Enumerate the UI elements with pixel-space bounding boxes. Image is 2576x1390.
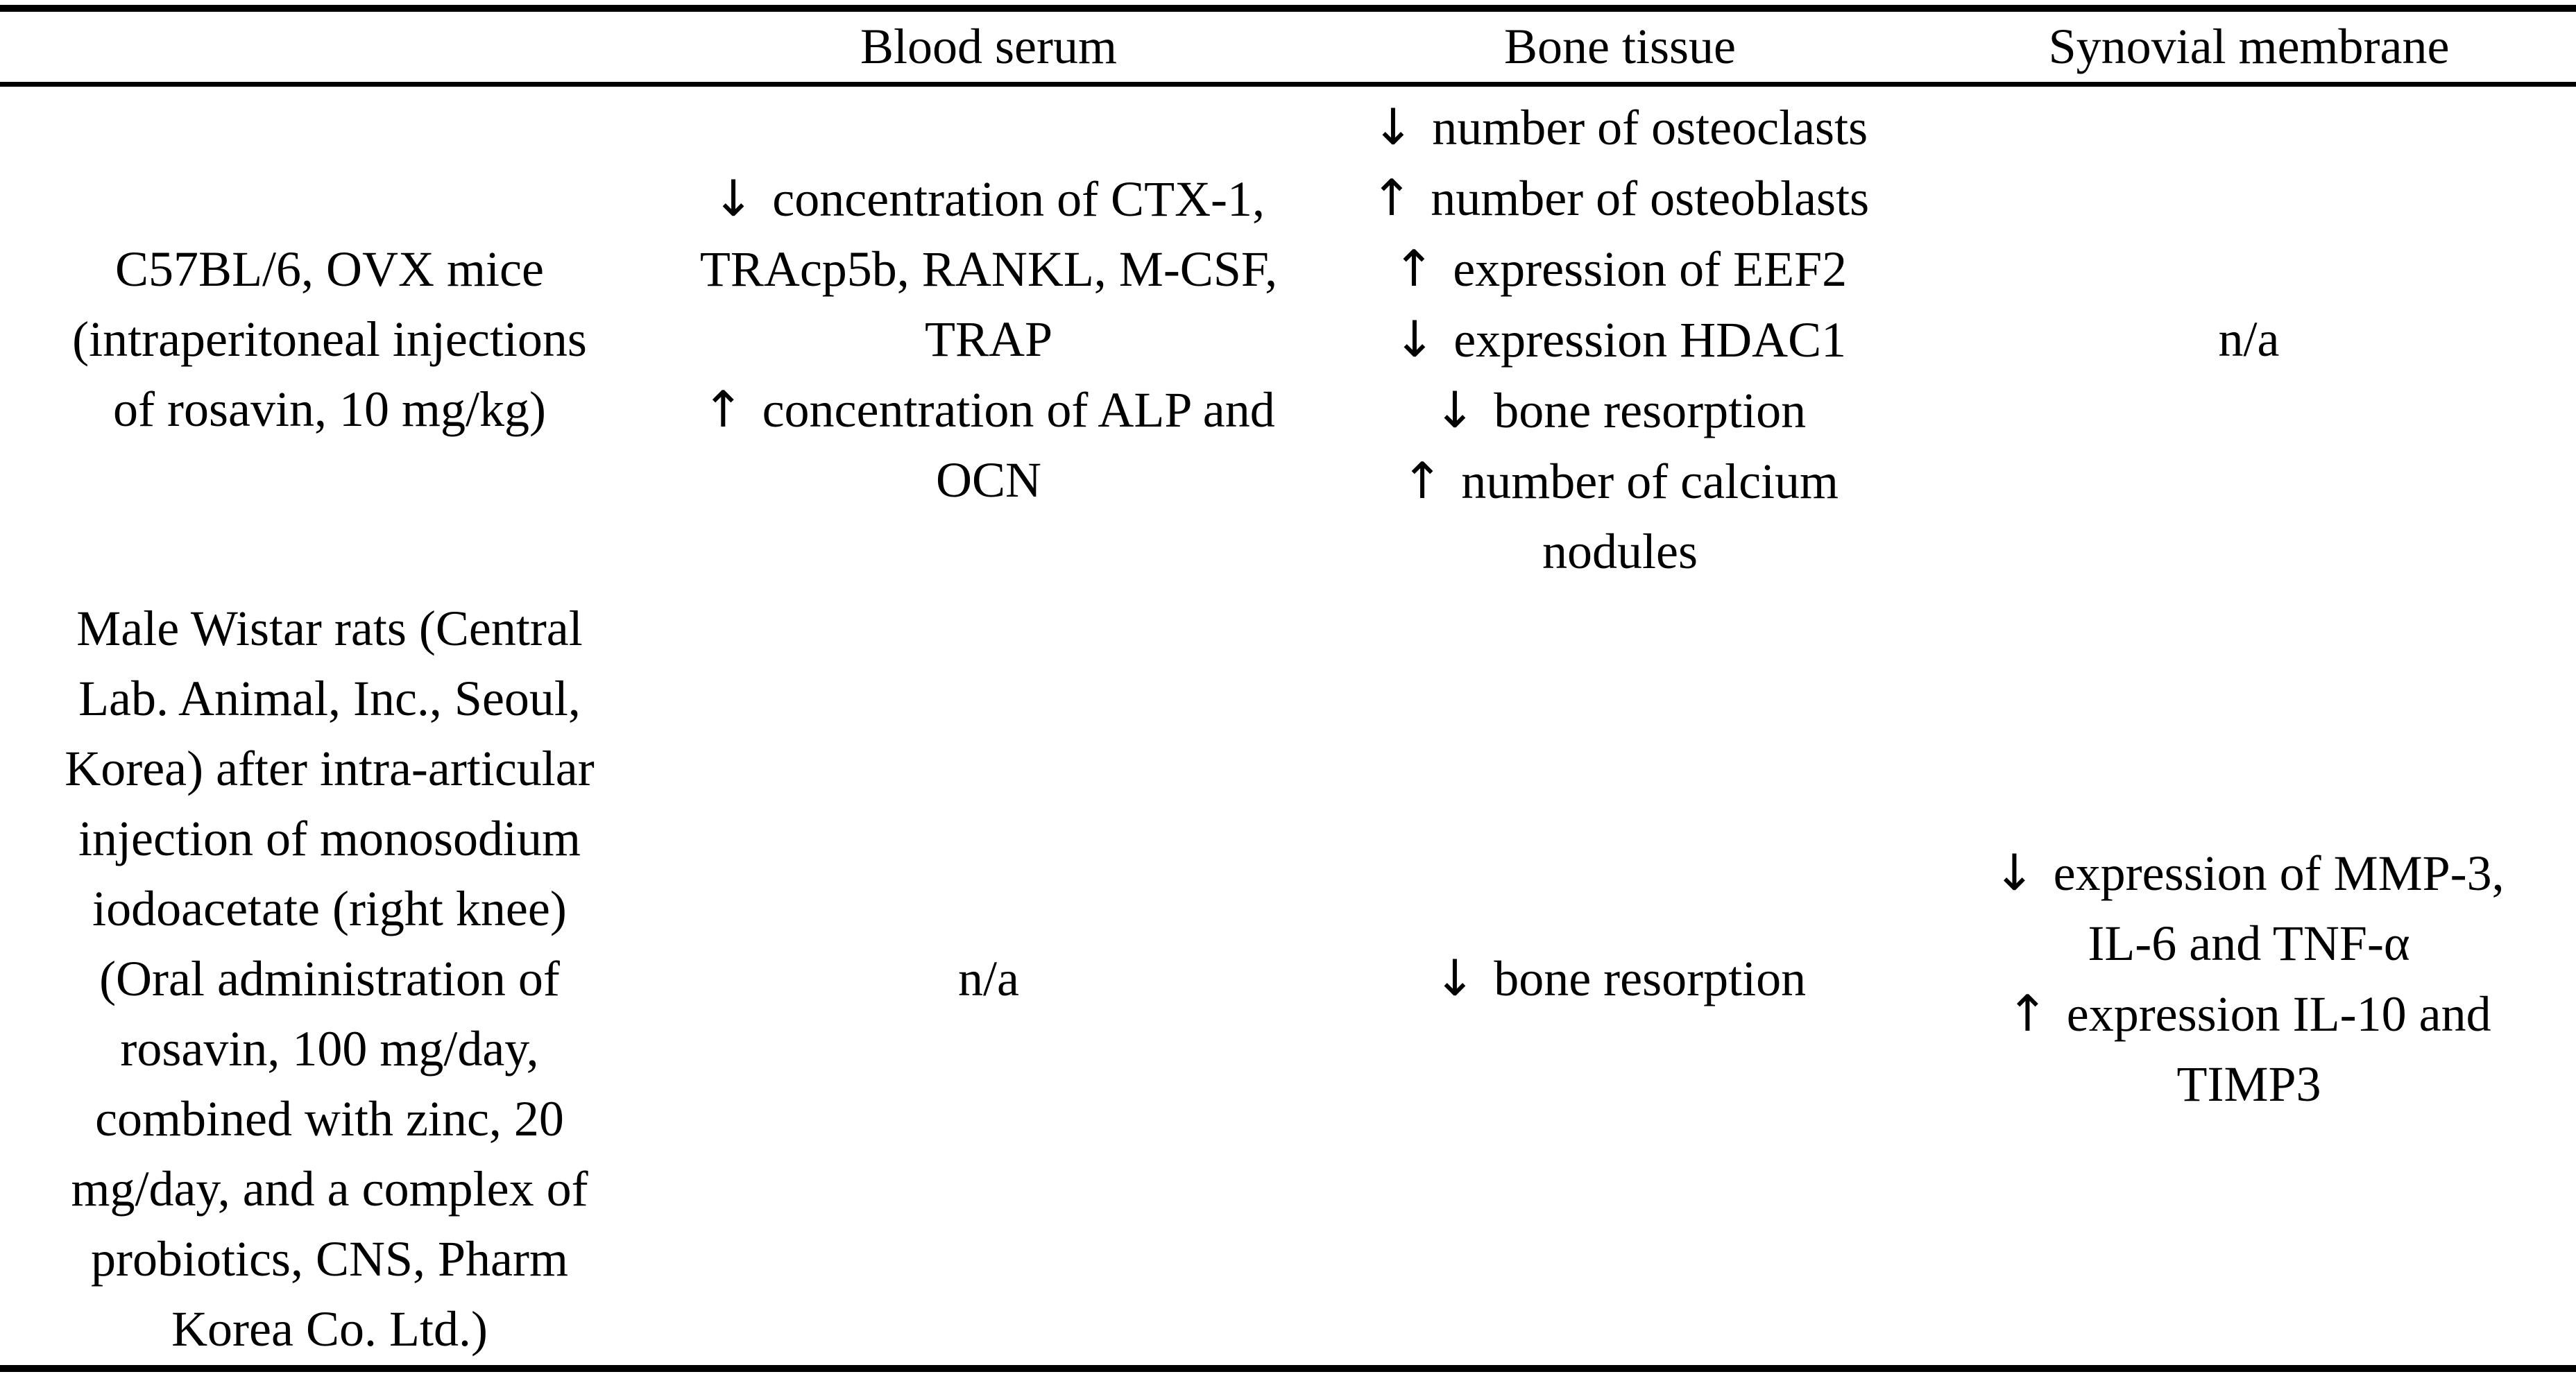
cell-bone-tissue-row1: ↓ number of osteoclasts ↑ number of osteobl… (1318, 85, 1922, 593)
cell-model-row2: Male Wistar rats (Central Lab. Animal, I… (65, 600, 595, 1357)
down-arrow-icon: ↓ (712, 169, 755, 228)
finding-text: number of osteoclasts (1432, 100, 1868, 156)
finding-item: n/a (1957, 304, 2541, 375)
finding-text: expression IL-10 and TIMP3 (2066, 986, 2491, 1112)
finding-text: expression HDAC1 (1453, 312, 1847, 368)
up-arrow-icon: ↑ (702, 380, 744, 439)
finding-text: n/a (2218, 311, 2280, 368)
cell-model-row1: C57BL/6, OVX mice (intraperitoneal injec… (72, 241, 587, 438)
finding-text: expression of EEF2 (1453, 241, 1848, 298)
finding-item: ↓ expression HDAC1 (1342, 304, 1897, 375)
up-arrow-icon: ↑ (1370, 169, 1413, 228)
finding-text: number of calcium nodules (1461, 454, 1839, 580)
finding-text: concentration of ALP and OCN (762, 382, 1275, 508)
finding-item: ↑ expression of EEF2 (1342, 234, 1897, 304)
column-header-model (0, 8, 659, 87)
finding-item: ↑ concentration of ALP and OCN (683, 375, 1294, 515)
column-header-synovial-membrane: Synovial membrane (1922, 8, 2576, 87)
down-arrow-icon: ↓ (1433, 381, 1476, 440)
header-row: Blood serum Bone tissue Synovial membran… (0, 8, 2576, 87)
up-arrow-icon: ↑ (1392, 239, 1435, 298)
down-arrow-icon: ↓ (1372, 98, 1415, 157)
study-findings-table: Blood serum Bone tissue Synovial membran… (0, 5, 2576, 1372)
finding-item: n/a (683, 944, 1294, 1014)
finding-text: n/a (958, 950, 1019, 1006)
finding-text: number of osteoblasts (1431, 171, 1870, 227)
finding-item: ↓ expression of MMP-3, IL-6 and TNF-α (1957, 838, 2541, 979)
table-row: Male Wistar rats (Central Lab. Animal, I… (0, 593, 2576, 1368)
finding-item: ↓ number of osteoclasts (1342, 92, 1897, 163)
finding-text: bone resorption (1494, 383, 1807, 439)
finding-item: ↓ bone resorption (1342, 375, 1897, 446)
down-arrow-icon: ↓ (1393, 310, 1436, 369)
up-arrow-icon: ↑ (2006, 984, 2049, 1042)
finding-item: ↑ number of osteoblasts (1342, 163, 1897, 234)
finding-item: ↑ number of calcium nodules (1342, 446, 1897, 587)
down-arrow-icon: ↓ (1993, 843, 2036, 902)
column-header-blood-serum: Blood serum (659, 8, 1318, 87)
column-header-bone-tissue: Bone tissue (1318, 8, 1922, 87)
finding-text: expression of MMP-3, IL-6 and TNF-α (2053, 846, 2505, 971)
cell-synovial-membrane-row1: n/a (1922, 85, 2576, 593)
finding-text: bone resorption (1494, 951, 1807, 1006)
down-arrow-icon: ↓ (1433, 949, 1476, 1007)
finding-item: ↑ expression IL-10 and TIMP3 (1957, 979, 2541, 1119)
cell-synovial-membrane-row2: ↓ expression of MMP-3, IL-6 and TNF-α↑ exp… (1922, 593, 2576, 1368)
cell-bone-tissue-row2: ↓ bone resorption (1318, 593, 1922, 1368)
finding-item: ↓concentration of CTX-1, TRAcp5b, RANKL,… (683, 164, 1294, 375)
finding-text: concentration of CTX-1, TRAcp5b, RANKL, … (699, 171, 1278, 368)
up-arrow-icon: ↑ (1401, 452, 1444, 510)
cell-blood-serum-row2: n/a (659, 593, 1318, 1368)
finding-item: ↓ bone resorption (1342, 943, 1897, 1014)
cell-blood-serum-row1: ↓concentration of CTX-1, TRAcp5b, RANKL,… (659, 85, 1318, 593)
table-row: C57BL/6, OVX mice (intraperitoneal injec… (0, 85, 2576, 593)
